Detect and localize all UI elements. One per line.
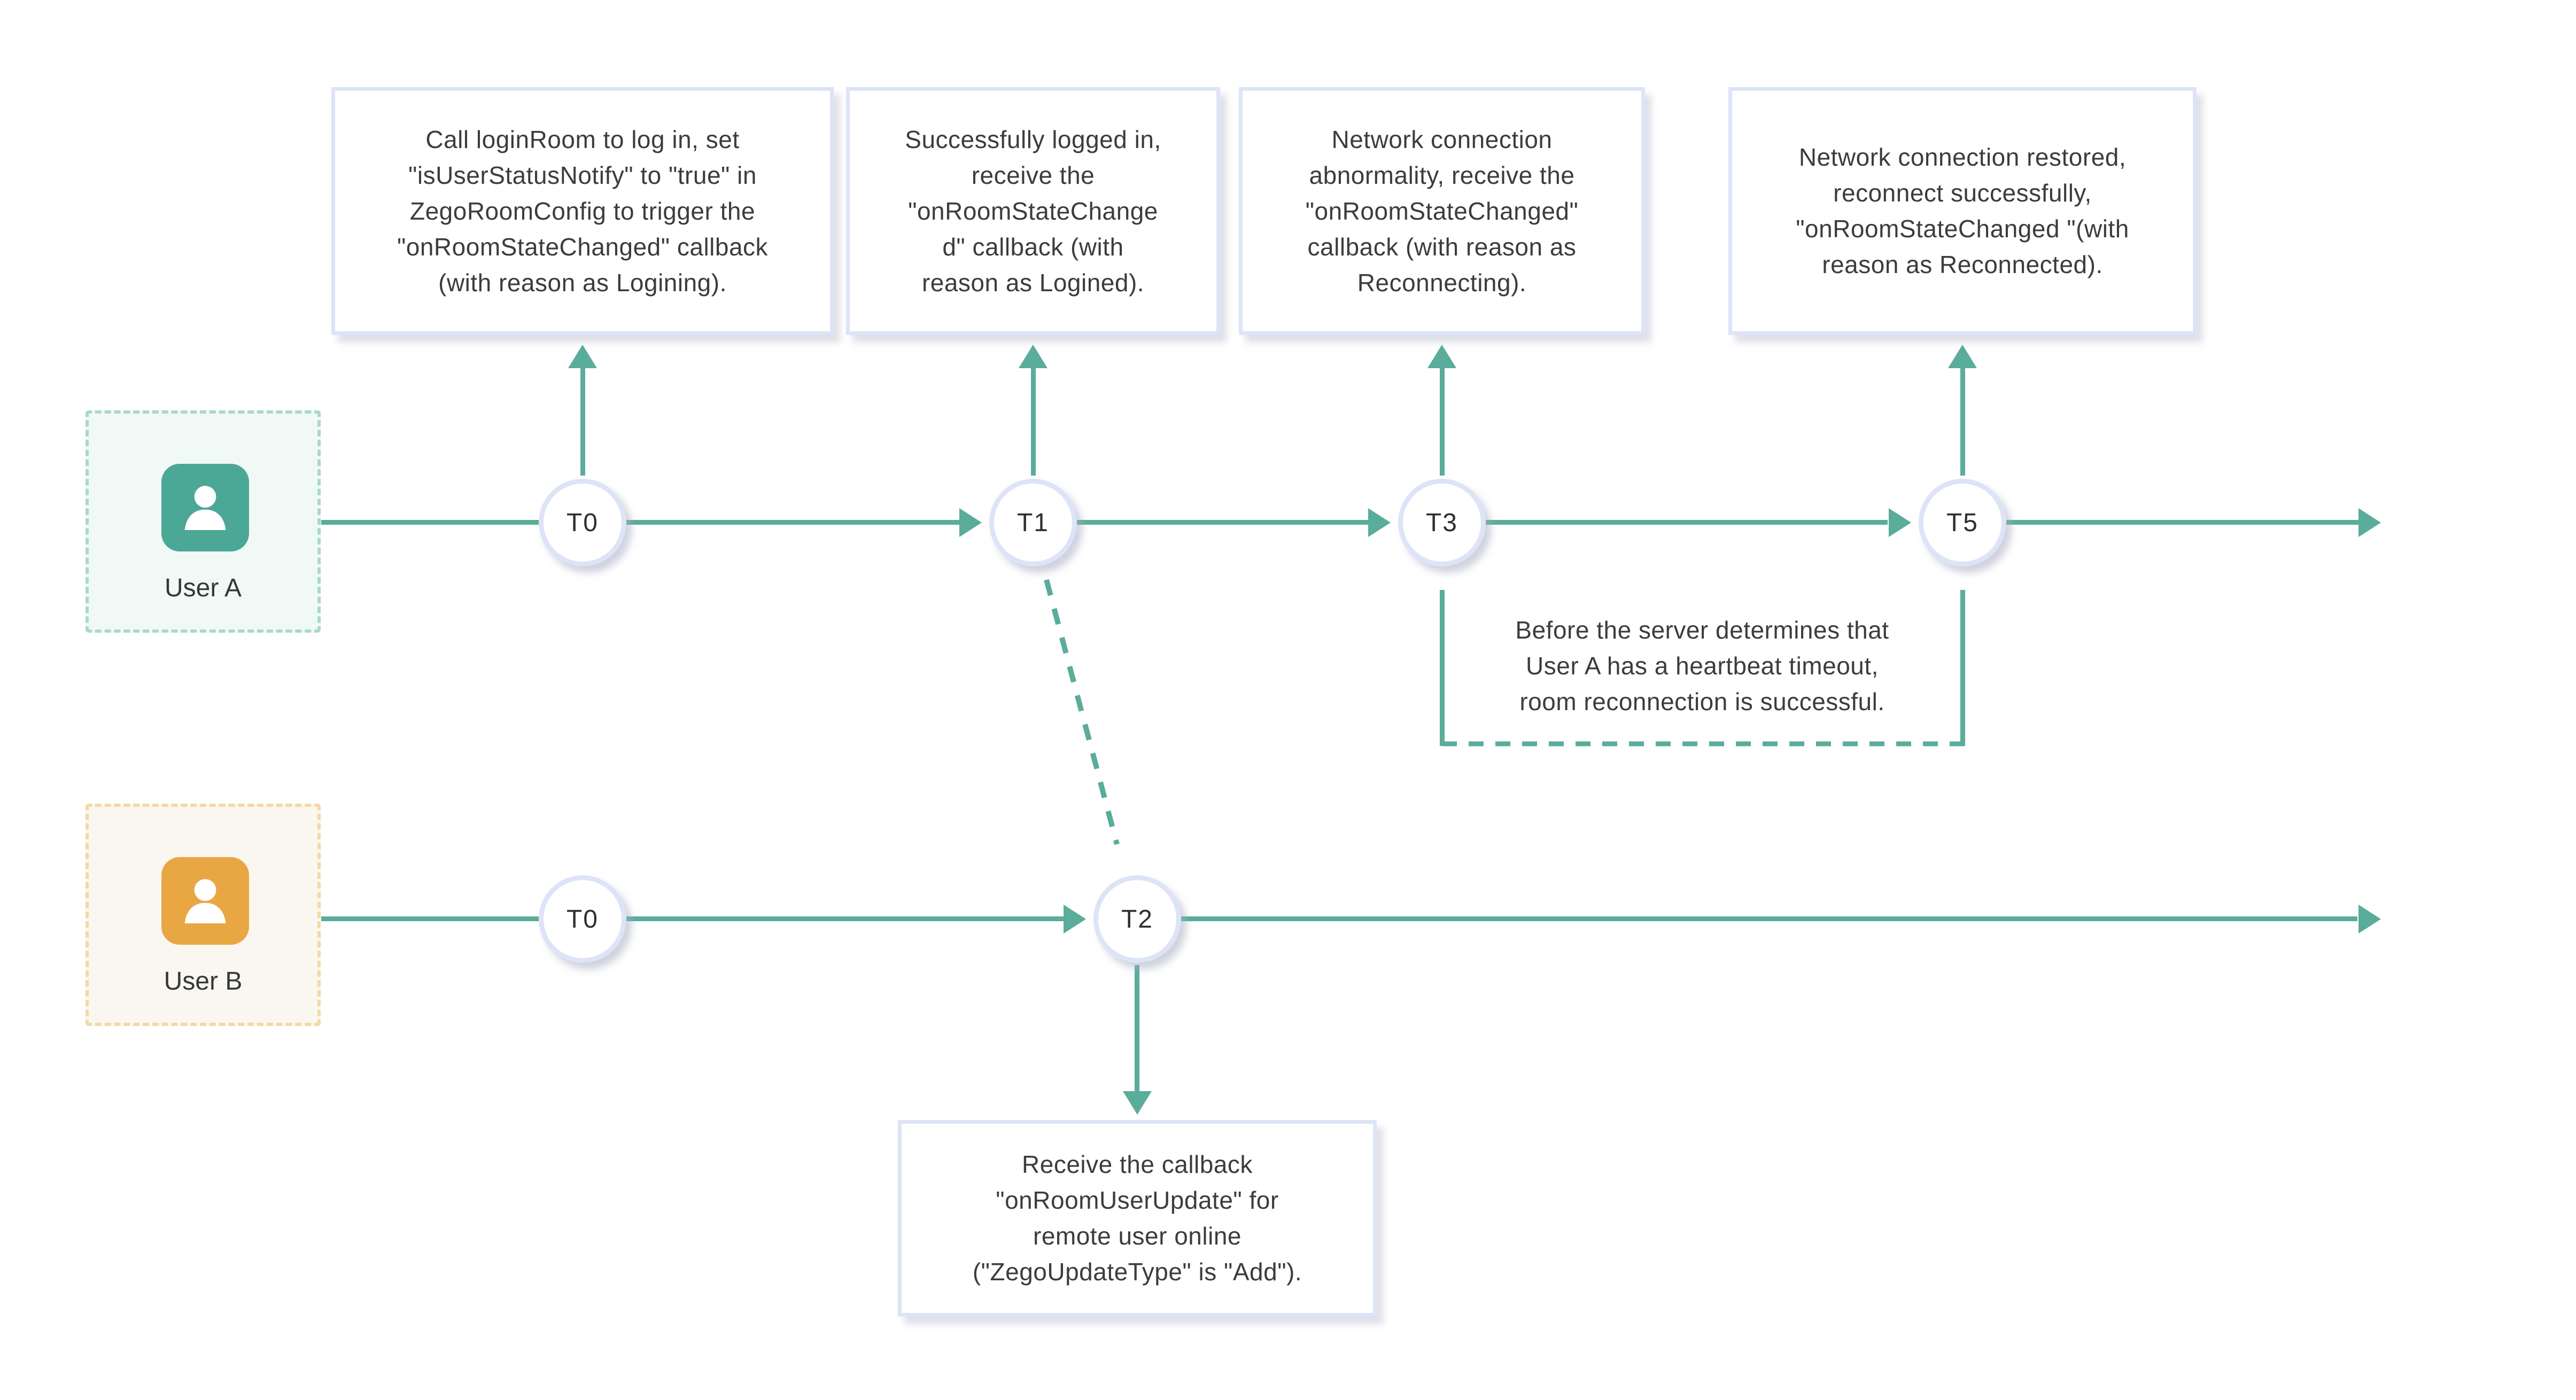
user-a-box: User A [86,410,321,633]
arrow-t5-to-callout [1960,367,1965,476]
callout-user-update: Receive the callback "onRoomUserUpdate" … [898,1120,1377,1317]
arrow-t1-up-icon [1019,345,1048,368]
timeline-a-segment [1077,520,1368,525]
bracket-left-line [1440,590,1445,746]
arrowhead-into-t1-icon [959,508,982,537]
node-label: T0 [566,508,599,537]
timeline-a-node-t3: T3 [1398,479,1486,566]
timeline-a-segment [1486,520,1888,525]
arrow-t2-down-icon [1123,1091,1152,1115]
t1-t2-dashed-link [1044,579,1120,845]
timeline-a-node-t5: T5 [1919,479,2006,566]
arrow-t3-up-icon [1427,345,1456,368]
timeline-b-segment [321,916,539,921]
arrowhead-into-t2-icon [1064,905,1086,934]
timeline-b-node-t2: T2 [1093,875,1181,963]
user-a-label: User A [164,574,242,602]
callout-logined-text: Successfully logged in, receive the "onR… [905,125,1161,297]
timeline-a-segment [626,520,959,525]
person-icon [184,879,226,923]
arrow-t0-to-callout [580,367,585,476]
arrow-t0-up-icon [568,345,597,368]
arrow-t5-up-icon [1948,345,1977,368]
callout-reconnected-text: Network connection restored, reconnect s… [1796,143,2129,278]
callout-reconnecting: Network connection abnormality, receive … [1239,87,1645,335]
arrow-t2-to-callout [1135,965,1139,1091]
callout-logining-text: Call loginRoom to log in, set "isUserSta… [397,125,769,297]
callout-logining: Call loginRoom to log in, set "isUserSta… [331,87,834,335]
callout-user-update-text: Receive the callback "onRoomUserUpdate" … [972,1150,1302,1286]
arrowhead-into-t5-icon [1889,508,1911,537]
node-label: T5 [1946,508,1978,537]
callout-reconnected: Network connection restored, reconnect s… [1728,87,2197,335]
timeline-a-end-arrow-icon [2358,508,2381,537]
arrow-t1-to-callout [1031,367,1036,476]
heartbeat-note-text: Before the server determines that User A… [1515,616,1889,715]
arrow-t3-to-callout [1440,367,1445,476]
bracket-right-line [1960,590,1965,746]
callout-logined: Successfully logged in, receive the "onR… [846,87,1220,335]
timeline-a-segment [321,520,539,525]
timeline-a-node-t1: T1 [989,479,1077,566]
user-b-label: User B [164,967,243,995]
user-a-avatar [161,464,249,551]
timeline-a-segment [2006,520,2358,525]
node-label: T0 [566,905,599,934]
arrowhead-into-t3-icon [1368,508,1391,537]
callout-reconnecting-text: Network connection abnormality, receive … [1305,125,1579,297]
timeline-a-node-t0: T0 [539,479,626,566]
timeline-b-segment [626,916,1064,921]
user-b-box: User B [86,804,321,1026]
node-label: T1 [1017,508,1049,537]
timeline-b-node-t0: T0 [539,875,626,963]
node-label: T3 [1425,508,1458,537]
timeline-b-segment [1181,916,2357,921]
user-b-avatar [161,857,249,945]
timeline-b-end-arrow-icon [2358,905,2381,934]
person-icon [184,486,226,530]
node-label: T2 [1121,905,1153,934]
